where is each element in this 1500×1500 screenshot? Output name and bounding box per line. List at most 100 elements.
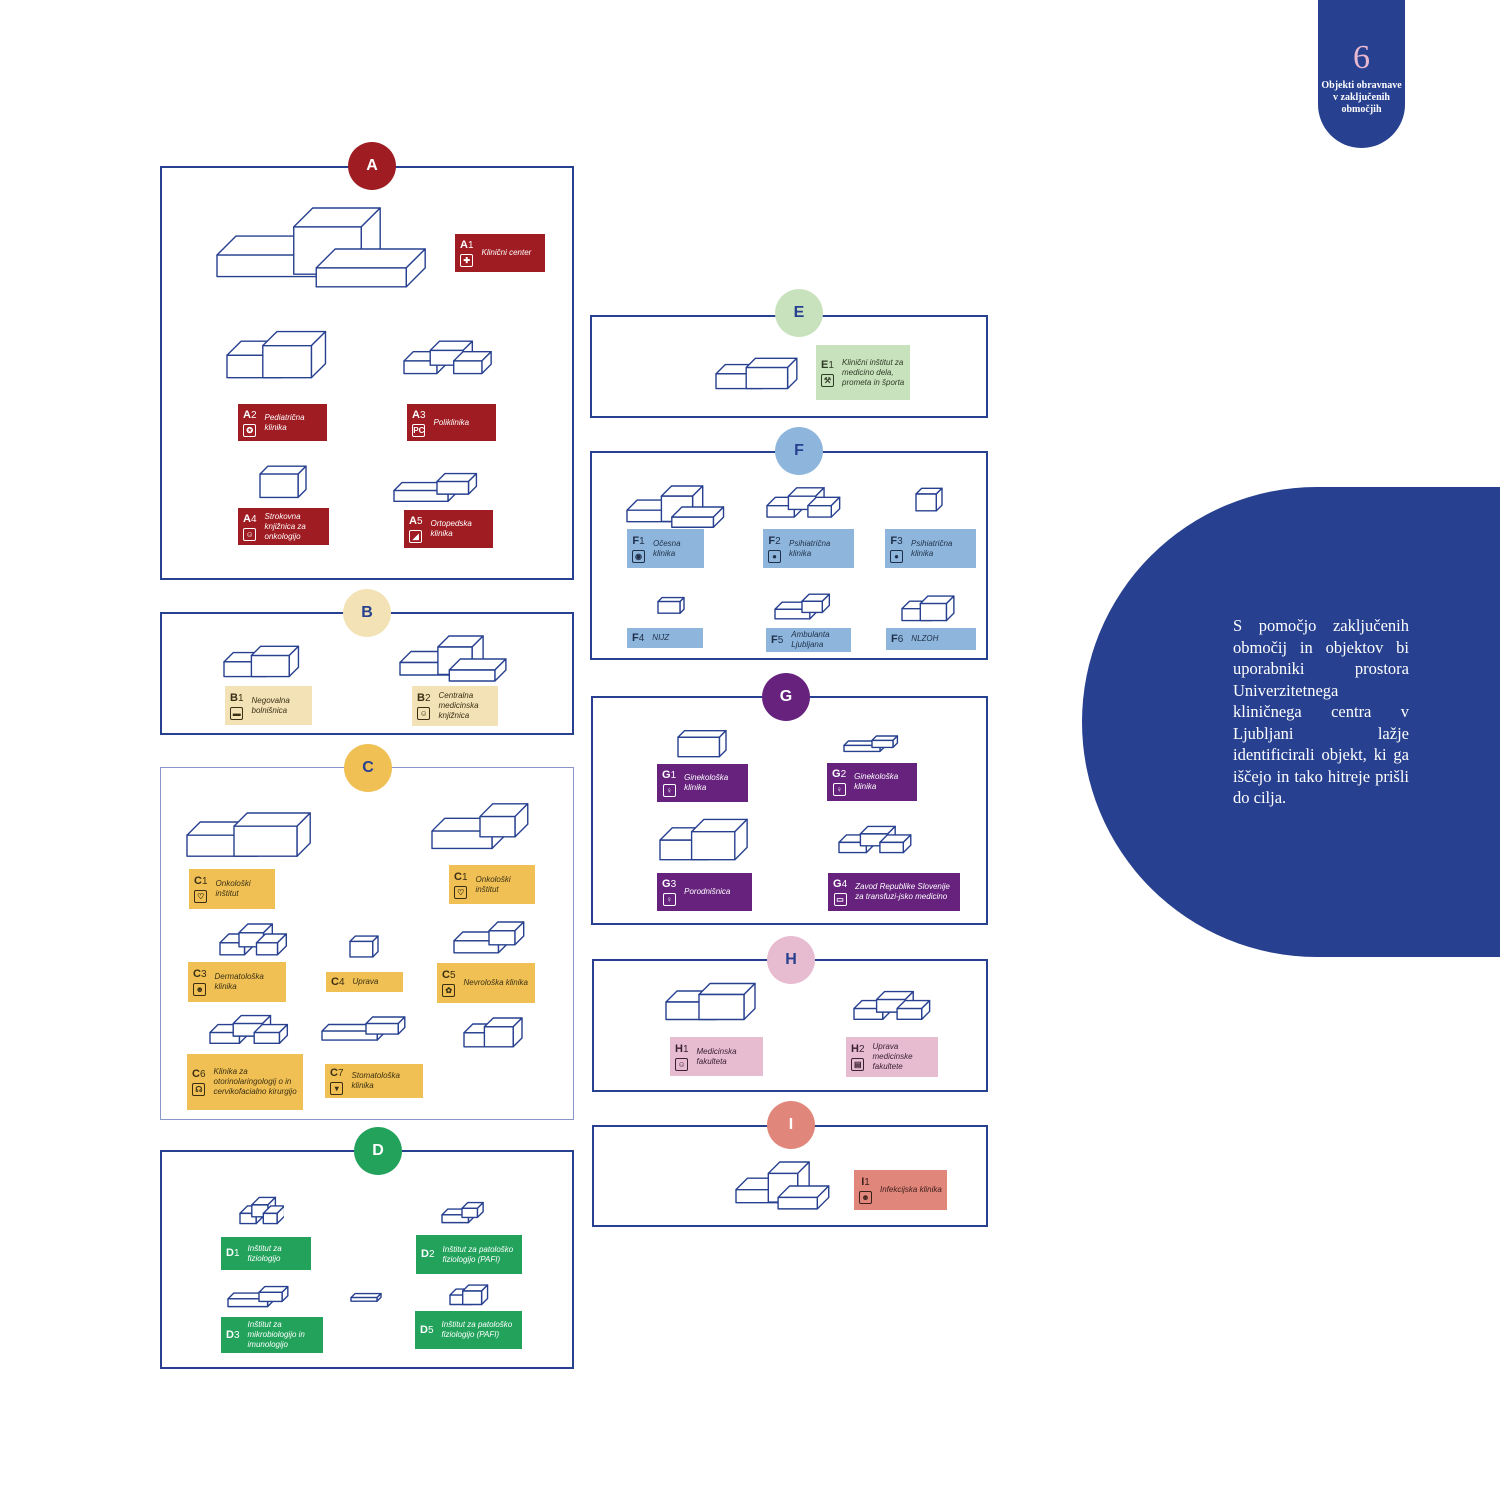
building-code-letter: B — [230, 691, 238, 704]
building-code-number: 2 — [428, 1249, 435, 1260]
building-name: Pediatrična klinika — [264, 412, 305, 432]
chapter-caption: Objekti obravnave v zaključenih območjih — [1321, 80, 1402, 115]
building-drawing — [441, 1201, 484, 1224]
building-name: Ambulanta Ljubljana — [791, 630, 830, 649]
building-drawing — [399, 635, 507, 682]
building-code-letter: G — [662, 878, 671, 890]
building-code-number: 3 — [233, 1329, 240, 1341]
building-name: NLZOH — [911, 634, 939, 643]
building-code-number: 2 — [250, 409, 257, 421]
building-drawing — [843, 735, 899, 753]
building-code-letter: F — [771, 633, 778, 646]
building-code: F1 — [632, 535, 644, 548]
building-code: G3 — [662, 878, 676, 891]
hands-icon: ♡ — [194, 890, 208, 903]
building-name: Uprava — [352, 977, 379, 986]
building-label-f3: F3●Psihiatrična klinika — [885, 529, 976, 568]
building-code-number: 4 — [250, 513, 257, 525]
building-drawing — [838, 825, 912, 854]
building-label-d1: D1 Inštitut za fiziologijo — [221, 1237, 311, 1270]
people-icon: ☺ — [675, 1057, 689, 1071]
intro-text: S pomočjo zaključenih območij in objekto… — [1233, 616, 1409, 807]
building-code-letter: F — [632, 631, 639, 644]
building-name: Stomatološka klinika — [351, 1071, 400, 1090]
building-code-letter: A — [243, 408, 251, 421]
chapter-number: 6 — [1353, 39, 1370, 76]
building-name: Centralna medicinska knjižnica — [438, 691, 479, 720]
intro-blob — [1082, 487, 1500, 957]
building-drawing — [626, 485, 725, 528]
building-code-number: 6 — [199, 1069, 206, 1080]
building-code: E1 — [821, 359, 834, 372]
building-code-letter: D — [226, 1247, 234, 1259]
building-name: Inštitut za mikrobiologijo in imunologij… — [247, 1320, 305, 1349]
building-drawing — [735, 1161, 830, 1210]
building-code: A5 — [409, 515, 423, 528]
building-code-letter: A — [243, 512, 251, 525]
chapter-tab: 6 Objekti obravnave v zaključenih območj… — [1318, 0, 1405, 148]
building-code-letter: H — [675, 1042, 683, 1055]
building-name: Psihiatrična klinika — [789, 538, 831, 558]
building-code: A1 — [460, 239, 474, 252]
building-name: Ginekološka klinika — [854, 772, 899, 791]
building-drawing — [209, 1014, 289, 1045]
building-label-b2: B2 ☺ Centralna medicinska knjižnica — [412, 686, 498, 726]
building-code: A4 — [243, 513, 257, 526]
building-code-number: 1 — [670, 770, 677, 781]
people-icon: ☺ — [417, 707, 431, 720]
building-code-number: 5 — [777, 634, 784, 646]
building-code-letter: G — [833, 878, 842, 890]
building-code-letter: E — [821, 358, 829, 371]
building-code-number: 3 — [200, 969, 207, 980]
head-icon: ● — [768, 549, 781, 563]
building-name: Uprava medicinske fakultete — [872, 1042, 913, 1071]
building-label-f5: F5 Ambulanta Ljubljana — [766, 628, 851, 652]
building-code: D5 — [420, 1324, 434, 1337]
building-drawing — [226, 330, 327, 379]
building-label-g2: G2♀Ginekološka klinika — [827, 763, 917, 801]
building-drawing — [259, 465, 307, 499]
building-code-number: 3 — [670, 879, 677, 890]
building-drawing — [659, 818, 748, 861]
building-drawing — [321, 1016, 406, 1041]
hands-icon: ♡ — [454, 885, 468, 899]
building-drawing — [657, 596, 685, 614]
building-name: Dermatološka klinika — [214, 972, 264, 991]
building-label-g4: G4▭Zavod Republike Slovenije za transfuz… — [828, 873, 960, 911]
building-code-number: 1 — [467, 240, 474, 251]
building-code-number: 1 — [233, 1248, 240, 1259]
building-name: Inštitut za fiziologijo — [247, 1243, 282, 1263]
building-label-c7: C7▾Stomatološka klinika — [325, 1064, 423, 1098]
building-label-c1: C1♡Onkološki inštitut — [449, 865, 535, 904]
building-code: C3 — [193, 968, 207, 981]
building-code-letter: C — [330, 1067, 338, 1079]
building-code-number: 4 — [841, 879, 848, 890]
building-code-letter: D — [420, 1323, 428, 1336]
building-code: A3 — [412, 409, 426, 422]
building-drawing — [853, 990, 931, 1021]
building-label-b1: B1▬Negovalna bolnišnica — [225, 686, 312, 725]
woman-icon: ♀ — [832, 783, 846, 796]
zone-a-badge: A — [348, 142, 396, 190]
building-code-letter: C — [331, 975, 339, 988]
building-label-e1: E1⚒Klinični inštitut za medicino dela, p… — [816, 345, 910, 400]
building-code-letter: C — [193, 968, 201, 980]
building-code-letter: C — [454, 870, 462, 883]
building-code: B2 — [417, 692, 431, 705]
building-drawing — [449, 1284, 489, 1306]
zone-i-badge: I — [767, 1101, 815, 1149]
building-label-g1: G1♀Ginekološka klinika — [657, 764, 748, 802]
building-code-letter: G — [832, 768, 841, 780]
bed-icon: ▬ — [230, 706, 244, 720]
building-drawing — [915, 487, 943, 512]
building-drawing — [219, 923, 288, 956]
building-code: F5 — [771, 634, 783, 647]
blood-icon: ▭ — [833, 893, 847, 906]
building-name: NIJZ — [652, 633, 670, 642]
zone-b-badge: B — [343, 589, 391, 637]
office-icon: ▤ — [851, 1058, 865, 1071]
building-name: Klinika za otorinolaringologij o in cerv… — [213, 1067, 297, 1096]
building-name: Onkološki inštitut — [475, 874, 511, 894]
